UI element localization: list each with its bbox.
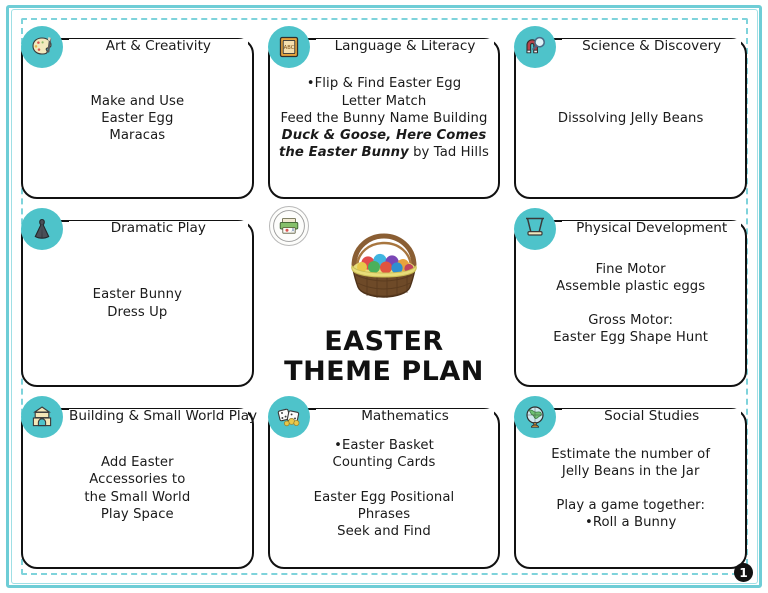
card-title: Social Studies	[562, 409, 741, 425]
page-border-outer	[6, 5, 762, 588]
card-title: Physical Development	[562, 220, 741, 236]
card-body: •Easter Basket Counting Cards Easter Egg…	[313, 438, 455, 539]
paint-palette-icon	[21, 26, 63, 68]
card-dramatic-play[interactable]: Dramatic Play Easter Bunny Dress Up	[21, 207, 254, 388]
card-body: •Flip & Find Easter Egg Letter Match Fee…	[279, 76, 489, 161]
svg-text:A: A	[291, 227, 294, 232]
card-body: Dissolving Jelly Beans	[557, 110, 704, 126]
page-number-badge: 1	[734, 563, 753, 582]
cell-language-literacy: ABC Language & Literacy •Flip & Find Eas…	[261, 22, 508, 204]
card-science-discovery[interactable]: Science & Discovery Dissolving Jelly Bea…	[514, 26, 747, 199]
cell-science-discovery: Science & Discovery Dissolving Jelly Bea…	[507, 22, 754, 204]
card-language-literacy[interactable]: ABC Language & Literacy •Flip & Find Eas…	[267, 26, 501, 199]
cell-art-creativity: Art & Creativity Make and Use Easter Egg…	[14, 22, 261, 204]
magnet-magnifier-icon	[514, 26, 557, 68]
costume-cape-icon	[21, 207, 63, 250]
easter-basket-image	[330, 222, 438, 319]
card-building-small-world-play[interactable]: Building & Small World Play Add Easter A…	[21, 396, 258, 569]
cell-building-small-world-play: Building & Small World Play Add Easter A…	[14, 392, 261, 574]
card-body: Fine Motor Assemble plastic eggs Gross M…	[553, 261, 709, 346]
card-title: Dramatic Play	[69, 220, 248, 236]
card-physical-development[interactable]: Physical Development Fine Motor Assemble…	[514, 207, 747, 388]
card-body: Estimate the number of Jelly Beans in th…	[551, 446, 711, 531]
card-title: Language & Literacy	[315, 39, 495, 54]
card-body: Add Easter Accessories to the Small Worl…	[84, 455, 191, 522]
svg-text:ABC: ABC	[283, 45, 294, 51]
dice-icon	[267, 396, 310, 439]
card-title: Mathematics	[315, 409, 495, 425]
abc-book-icon: ABC	[267, 26, 310, 68]
cell-theme-title: A	[261, 204, 508, 392]
building-blocks-icon	[21, 396, 63, 439]
cell-mathematics: Mathematics •Easter Basket Counting Card…	[261, 392, 508, 574]
card-art-creativity[interactable]: Art & Creativity Make and Use Easter Egg…	[21, 26, 254, 199]
page-border-inner	[11, 9, 758, 584]
card-mathematics[interactable]: Mathematics •Easter Basket Counting Card…	[267, 396, 501, 569]
page-title: EASTER THEME PLAN	[284, 325, 484, 387]
swing-icon	[514, 207, 557, 250]
cell-physical-development: Physical Development Fine Motor Assemble…	[507, 204, 754, 392]
printer-logo: A	[268, 205, 309, 246]
card-title: Art & Creativity	[69, 39, 248, 54]
card-title: Science & Discovery	[562, 39, 741, 54]
cell-dramatic-play: Dramatic Play Easter Bunny Dress Up	[14, 204, 261, 392]
globe-icon	[514, 396, 557, 439]
activity-grid: Art & Creativity Make and Use Easter Egg…	[14, 22, 754, 574]
card-title: Building & Small World Play	[69, 408, 258, 425]
card-social-studies[interactable]: Social Studies Estimate the number of Je…	[514, 396, 747, 569]
card-body: Easter Bunny Dress Up	[92, 287, 182, 320]
card-body: Make and Use Easter Egg Maracas	[90, 93, 185, 143]
cell-social-studies: Social Studies Estimate the number of Je…	[507, 392, 754, 574]
